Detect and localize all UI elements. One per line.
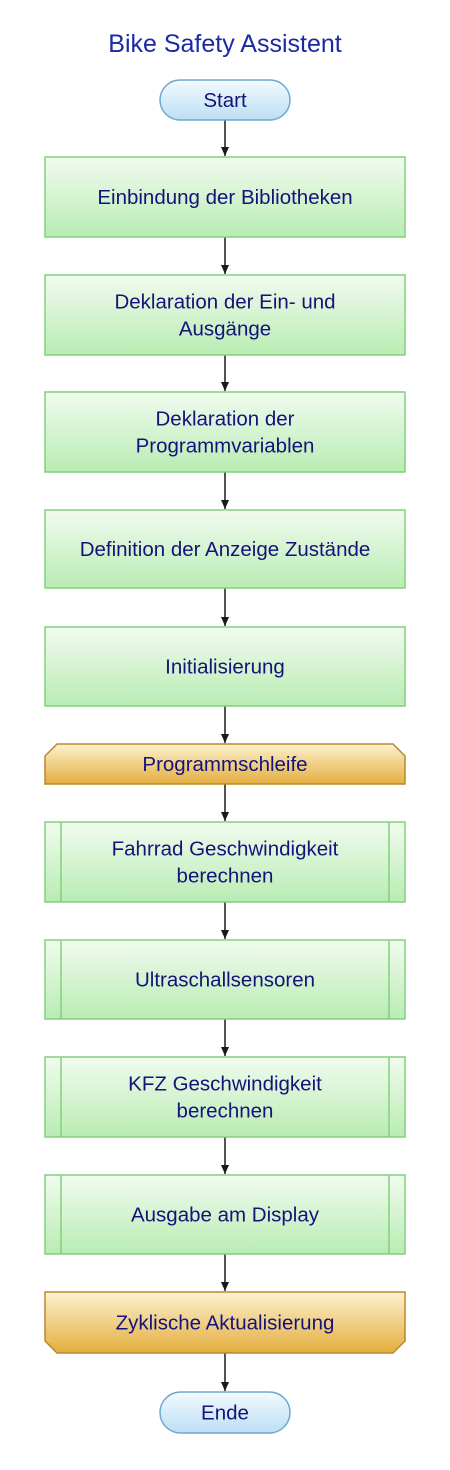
node-loop-end: Zyklische Aktualisierung [44,1291,406,1354]
node-label: Einbindung der Bibliotheken [97,186,352,209]
node-label: Deklaration der [155,408,294,431]
process-shape [44,274,406,356]
node-label: Deklaration der Ein- und [114,291,335,314]
loop-end-shape [44,1291,406,1354]
node-label: berechnen [177,1100,274,1123]
node-label: Programmschleife [142,753,307,776]
subprocess-shape [44,1174,406,1255]
node-label: Initialisierung [165,656,285,679]
node-label: KFZ Geschwindigkeit [128,1073,322,1096]
process-shape [44,626,406,707]
node-label: Start [203,89,247,112]
loop-start-shape [44,743,406,785]
terminal-shape [159,1391,291,1434]
node-display-states: Definition der Anzeige Zustände [44,509,406,589]
node-label: Fahrrad Geschwindigkeit [112,838,339,861]
node-label: Ende [201,1402,249,1425]
subprocess-shape [44,821,406,903]
node-ultrasonic: Ultraschallsensoren [44,939,406,1020]
node-start: Start [159,79,291,121]
process-shape [44,509,406,589]
node-libraries: Einbindung der Bibliotheken [44,156,406,238]
node-display-output: Ausgabe am Display [44,1174,406,1255]
node-init: Initialisierung [44,626,406,707]
node-label: Ultraschallsensoren [135,969,315,992]
node-label: Ausgänge [179,318,271,341]
process-shape [44,391,406,473]
diagram-title: Bike Safety Assistent [108,30,342,58]
node-bike-speed: Fahrrad Geschwindigkeit berechnen [44,821,406,903]
terminal-shape [159,79,291,121]
node-end: Ende [159,1391,291,1434]
node-label: Ausgabe am Display [131,1204,320,1227]
node-loop-start: Programmschleife [44,743,406,785]
node-car-speed: KFZ Geschwindigkeit berechnen [44,1056,406,1138]
process-shape [44,156,406,238]
node-label: berechnen [177,865,274,888]
node-label: Zyklische Aktualisierung [116,1312,335,1335]
subprocess-shape [44,939,406,1020]
node-label: Programmvariablen [136,435,315,458]
node-label: Definition der Anzeige Zustände [80,538,371,561]
subprocess-shape [44,1056,406,1138]
